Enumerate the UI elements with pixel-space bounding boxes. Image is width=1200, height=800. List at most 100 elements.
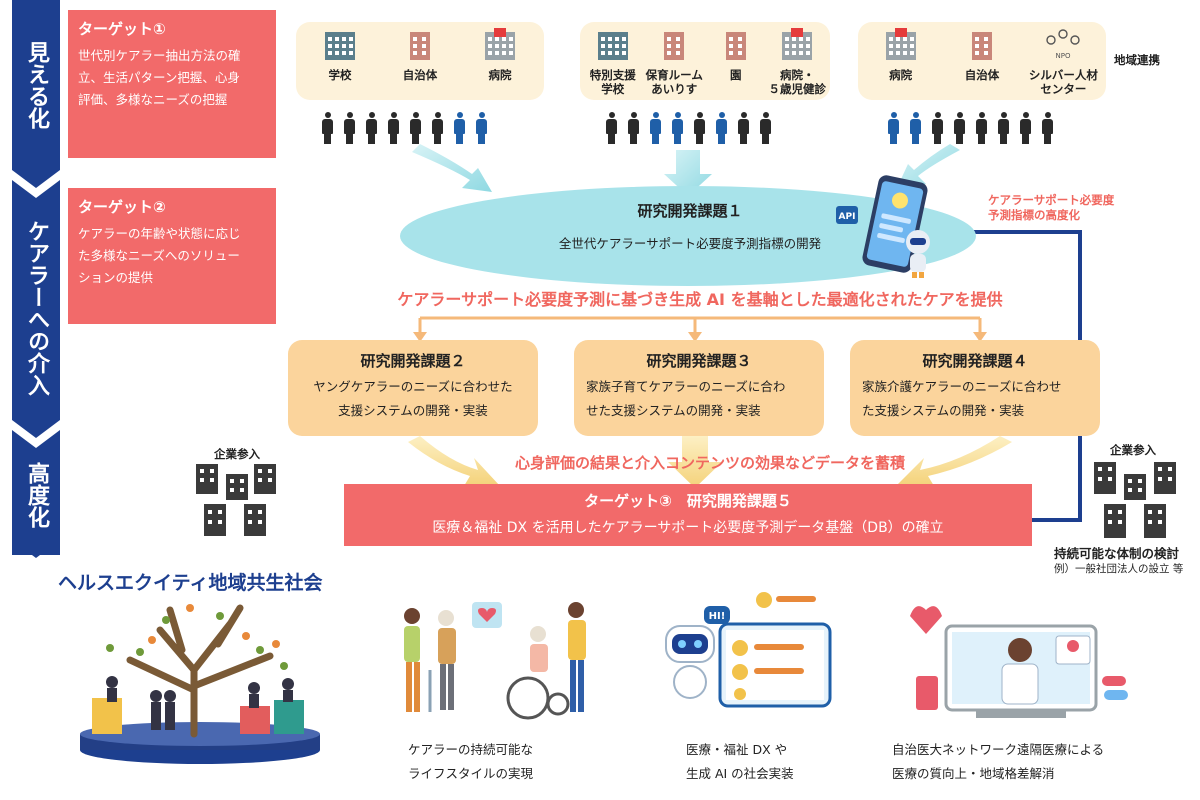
institution-item: 特別支援 学校 — [573, 28, 653, 96]
institution-label: 特別支援 学校 — [589, 68, 636, 96]
hospital-icon — [782, 28, 813, 60]
branch-arrows — [418, 316, 982, 334]
rail-stage-visualize: 見える化 — [24, 41, 49, 129]
arrow-project4-to-db — [896, 436, 1012, 486]
company-entry-label-left: 企業参入 — [214, 447, 260, 461]
sustainable-system-title: 持続可能な体制の検討 — [1054, 546, 1180, 561]
outcome-2-line: 医療・福祉 DX や — [686, 742, 788, 757]
institution-label: 病院 — [488, 68, 512, 82]
school-icon — [325, 32, 355, 60]
institution-label: 保育ルーム あいりす — [645, 68, 703, 96]
target-1-line: 評価、多様なニーズの把握 — [78, 92, 228, 107]
target-2-title: ターゲット② — [78, 198, 166, 216]
person-icon — [932, 112, 943, 144]
company-buildings-icon-right — [1094, 462, 1176, 538]
project1-title: 研究開発課題１ — [637, 202, 743, 220]
person-icon — [606, 112, 617, 144]
institution-label: シルバー人材 センター — [1028, 68, 1098, 96]
institution-item: 病院・ ５歳児健診 — [757, 28, 837, 96]
outcome-3-line: 自治医大ネットワーク遠隔医療による — [892, 742, 1105, 757]
institution-label: 自治体 — [964, 68, 1000, 82]
person-icon — [672, 112, 683, 144]
institution-item: 園 — [696, 28, 776, 82]
telemedicine-illustration — [910, 606, 1128, 718]
city-hall-icon — [410, 32, 430, 60]
regional-link-label: 地域連携 — [1114, 53, 1160, 67]
target-1-line: 世代別ケアラー抽出方法の確 — [78, 48, 241, 63]
heartbeat-icon — [910, 606, 942, 634]
target-1-line: 立、生活パターン把握、心身 — [78, 70, 240, 85]
institution-label: 学校 — [328, 68, 352, 82]
outcome-2-line: 生成 AI の社会実装 — [686, 766, 794, 781]
outcome-3-line: 医療の質向上・地域格差解消 — [892, 766, 1055, 781]
institution-label: 自治体 — [402, 68, 438, 82]
heart-icon — [472, 602, 502, 628]
robot-icon — [906, 230, 930, 278]
institution-item: 保育ルーム あいりす — [634, 28, 714, 96]
person-icon — [344, 112, 355, 144]
project1-desc: 全世代ケアラーサポート必要度予測指標の開発 — [558, 236, 822, 251]
target-2-line: た多様なニーズへのソリュー — [78, 248, 240, 263]
outcome-1-caption: ケアラーの持続可能な ライフスタイルの実現 — [408, 738, 533, 786]
feedback-label-line: 予測指標の高度化 — [988, 208, 1080, 222]
hospital-icon — [485, 28, 515, 60]
school-icon — [597, 32, 628, 60]
target-1-title: ターゲット① — [78, 20, 166, 38]
caregiving-illustration — [404, 602, 586, 720]
city-hall-icon — [972, 32, 992, 60]
chat-bubble-text: HI! — [709, 611, 726, 622]
person-icon — [476, 112, 487, 144]
target-3-desc: 医療＆福祉 DX を活用したケアラーサポート必要度予測データ基盤（DB）の確立 — [432, 520, 944, 536]
project3-box: 研究開発課題３ 家族子育てケアラーのニーズに合わ せた支援システムの開発・実装 — [574, 340, 824, 436]
rail-stage-advance: 高度化 — [24, 462, 49, 528]
project2-box: 研究開発課題２ ヤングケアラーのニーズに合わせた 支援システムの開発・実装 — [288, 340, 538, 436]
target-2-line: ションの提供 — [78, 270, 154, 285]
project4-desc-line: た支援システムの開発・実装 — [862, 403, 1025, 418]
institution-item: 自治体 — [380, 28, 460, 82]
person-icon — [628, 112, 639, 144]
person-icon — [1042, 112, 1053, 144]
arrow-childcare-to-project1 — [664, 150, 712, 196]
outcome-1-line: ケアラーの持続可能な — [408, 742, 534, 757]
ai-phone-illustration: API — [836, 175, 930, 278]
person-icon — [738, 112, 749, 144]
institution-label: 園 — [730, 68, 742, 82]
person-icon — [650, 112, 661, 144]
society-title: ヘルスエクイティ地域共生社会 — [58, 572, 323, 594]
project2-desc-line: ヤングケアラーのニーズに合わせた — [313, 379, 513, 394]
project4-title: 研究開発課題４ — [922, 352, 1028, 370]
target-3-bar: ターゲット③ 研究開発課題５ 医療＆福祉 DX を活用したケアラーサポート必要度… — [344, 484, 1032, 546]
person-icon — [998, 112, 1009, 144]
process-rail — [12, 0, 60, 555]
company-buildings-icon-left — [196, 464, 276, 536]
rail-stage-intervention: ケアラーへの介入 — [24, 219, 49, 396]
project3-title: 研究開発課題３ — [646, 352, 752, 370]
project2-title: 研究開発課題２ — [360, 352, 466, 370]
person-icon — [366, 112, 377, 144]
optimized-care-banner: ケアラーサポート必要度予測に基づき生成 AI を基軸とした最適化されたケアを提供 — [397, 290, 1003, 309]
npo-icon: NPO — [1046, 29, 1081, 60]
community-tree-illustration — [80, 604, 320, 764]
outcome-1-line: ライフスタイルの実現 — [408, 766, 534, 781]
outcome-2-caption: 医療・福祉 DX や 生成 AI の社会実装 — [686, 738, 794, 786]
kindergarten-icon — [725, 32, 746, 60]
project4-box: 研究開発課題４ 家族介護ケアラーのニーズに合わせ た支援システムの開発・実装 — [850, 340, 1100, 436]
person-icon — [454, 112, 465, 144]
rail-chevron-1 — [12, 170, 60, 198]
person-icon — [888, 112, 899, 144]
npo-badge: NPO — [1056, 52, 1071, 60]
project1-ellipse — [400, 186, 976, 286]
project4-desc-line: 家族介護ケアラーのニーズに合わせ — [862, 379, 1062, 394]
target-1-box: ターゲット① 世代別ケアラー抽出方法の確 立、生活パターン把握、心身 評価、多様… — [68, 10, 276, 158]
nursery-icon — [664, 32, 685, 60]
institution-item: 病院 — [460, 28, 540, 82]
institution-item: 学校 — [300, 28, 380, 82]
person-icon — [388, 112, 399, 144]
arrow-elderly-to-project1 — [896, 144, 960, 190]
data-accumulation-banner: 心身評価の結果と介入コンテンツの効果などデータを蓄積 — [514, 454, 905, 472]
person-icon — [954, 112, 965, 144]
arrow-school-to-project1 — [412, 144, 492, 192]
person-icon — [910, 112, 921, 144]
feedback-label: ケアラーサポート必要度 予測指標の高度化 — [988, 193, 1114, 223]
